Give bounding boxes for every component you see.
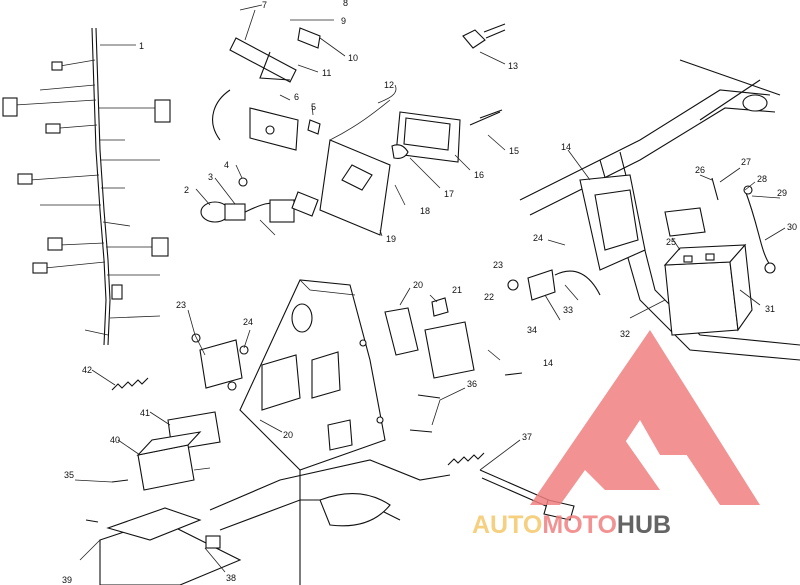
connector-plug <box>462 23 506 49</box>
watermark-auto: AUTO <box>472 511 542 539</box>
battery-cables <box>711 177 776 274</box>
voltage-regulator <box>191 333 249 391</box>
callout-8: 8 <box>343 0 348 8</box>
callout-38: 38 <box>226 573 236 583</box>
callout-2: 2 <box>184 185 189 195</box>
callout-28: 28 <box>757 174 767 184</box>
callout-26: 26 <box>695 165 705 175</box>
callout-41: 41 <box>140 408 150 418</box>
callout-7: 7 <box>262 0 267 10</box>
callout-36: 36 <box>467 379 477 389</box>
key-switch <box>200 199 295 236</box>
callout-6: 6 <box>294 92 299 102</box>
leader-lines <box>74 4 786 573</box>
switch-assembly <box>212 9 321 187</box>
spring-rod <box>447 452 575 521</box>
frame <box>519 59 800 361</box>
callout-20: 20 <box>413 280 423 290</box>
watermark-triangle-icon <box>530 330 760 505</box>
console-panel <box>239 279 475 471</box>
wiring-harness <box>2 27 171 346</box>
callout-24b: 24 <box>243 317 253 327</box>
callout-32: 32 <box>620 329 630 339</box>
watermark-logo: AUTOMOTOHUB <box>472 330 760 539</box>
callout-37: 37 <box>522 432 532 442</box>
watermark-moto: MOTO <box>542 511 617 539</box>
callout-9: 9 <box>341 16 346 26</box>
watermark-hub: HUB <box>617 511 671 539</box>
callout-39: 39 <box>62 575 72 585</box>
callout-15: 15 <box>509 146 519 156</box>
callout-19: 19 <box>386 234 396 244</box>
callout-40: 40 <box>110 435 120 445</box>
callout-5: 5 <box>311 102 316 112</box>
callout-21: 21 <box>452 285 462 295</box>
callout-17: 17 <box>444 189 454 199</box>
callout-3: 3 <box>208 172 213 182</box>
callout-22: 22 <box>484 292 494 302</box>
callout-27: 27 <box>741 157 751 167</box>
callout-25: 25 <box>666 237 676 247</box>
watermark-inner-mark-icon <box>600 375 690 455</box>
callout-23: 23 <box>493 260 503 270</box>
callout-34: 34 <box>527 325 537 335</box>
callout-18: 18 <box>420 206 430 216</box>
relay-bracket <box>507 269 601 301</box>
callouts: 1 2 3 4 5 6 7 8 9 10 11 12 13 14 14 15 1… <box>62 0 797 585</box>
callout-30: 30 <box>787 222 797 232</box>
callout-29: 29 <box>777 188 787 198</box>
spring <box>111 377 149 391</box>
callout-31: 31 <box>765 304 775 314</box>
callout-20b: 20 <box>283 430 293 440</box>
callout-1: 1 <box>139 41 144 51</box>
svg-text:AUTOMOTOHUB: AUTOMOTOHUB <box>472 511 671 539</box>
cdi-module <box>136 411 221 491</box>
callout-10: 10 <box>348 53 358 63</box>
callout-12: 12 <box>384 80 394 90</box>
callout-42: 42 <box>82 365 92 375</box>
callout-33: 33 <box>563 305 573 315</box>
callout-14b: 14 <box>543 358 553 368</box>
callout-14: 14 <box>561 142 571 152</box>
lower-frame <box>99 459 451 585</box>
callout-35: 35 <box>64 470 74 480</box>
callout-4: 4 <box>224 160 229 170</box>
callout-11: 11 <box>322 68 331 78</box>
callout-16: 16 <box>474 170 484 180</box>
bolts <box>85 109 523 523</box>
callout-24: 24 <box>533 233 543 243</box>
tail-lamp <box>291 99 501 236</box>
battery <box>663 207 753 336</box>
callout-13: 13 <box>508 61 518 71</box>
callout-23b: 23 <box>176 300 186 310</box>
